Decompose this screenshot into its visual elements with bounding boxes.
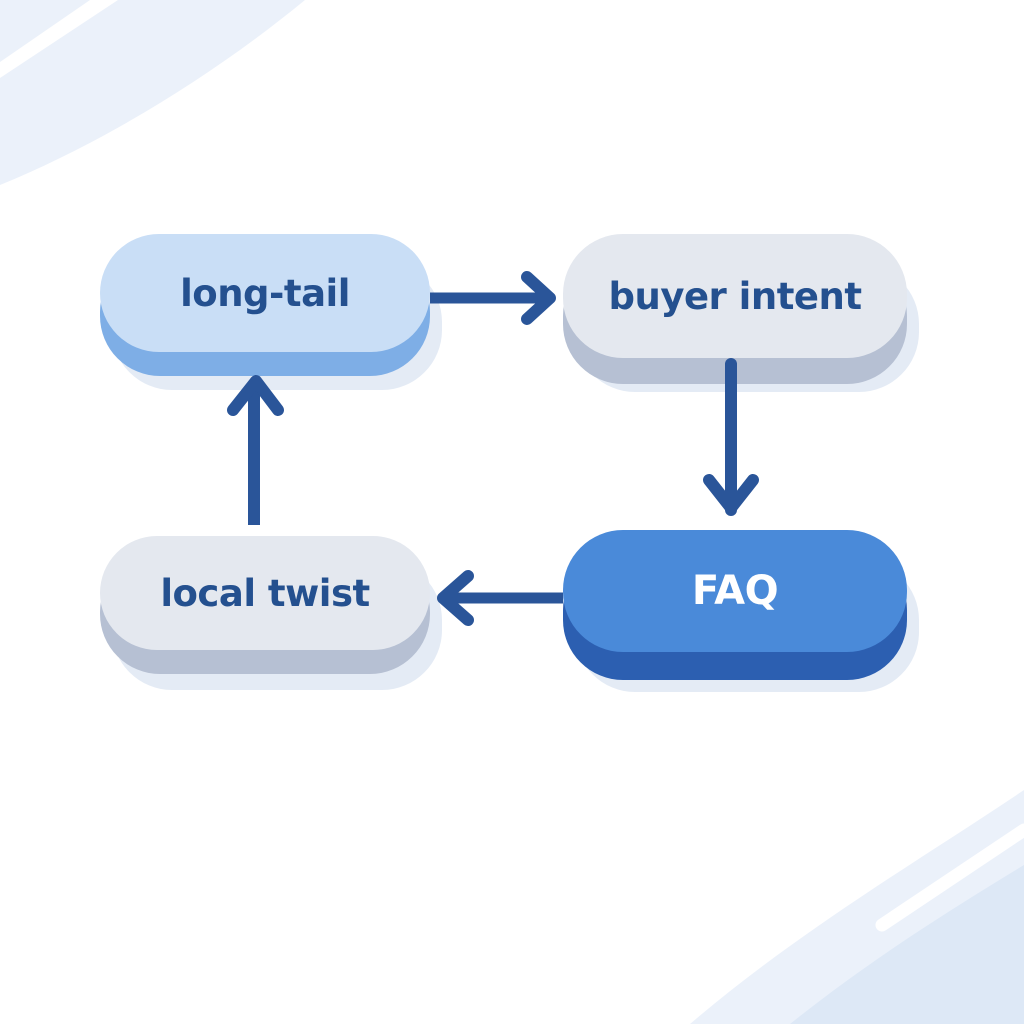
node-face: FAQ xyxy=(563,530,907,652)
node-face: local twist xyxy=(100,536,430,650)
top-left-swoosh xyxy=(0,0,305,185)
node-label: FAQ xyxy=(691,568,779,614)
bottom-right-swoosh-inner xyxy=(790,865,1024,1024)
node-label: local twist xyxy=(160,571,370,615)
top-left-swoosh-highlight xyxy=(0,0,118,78)
node-label: buyer intent xyxy=(608,274,863,318)
node-label: long-tail xyxy=(180,271,350,315)
node-face: long-tail xyxy=(100,234,430,352)
bottom-right-swoosh-highlight xyxy=(875,823,1024,932)
node-face: buyer intent xyxy=(563,234,907,358)
